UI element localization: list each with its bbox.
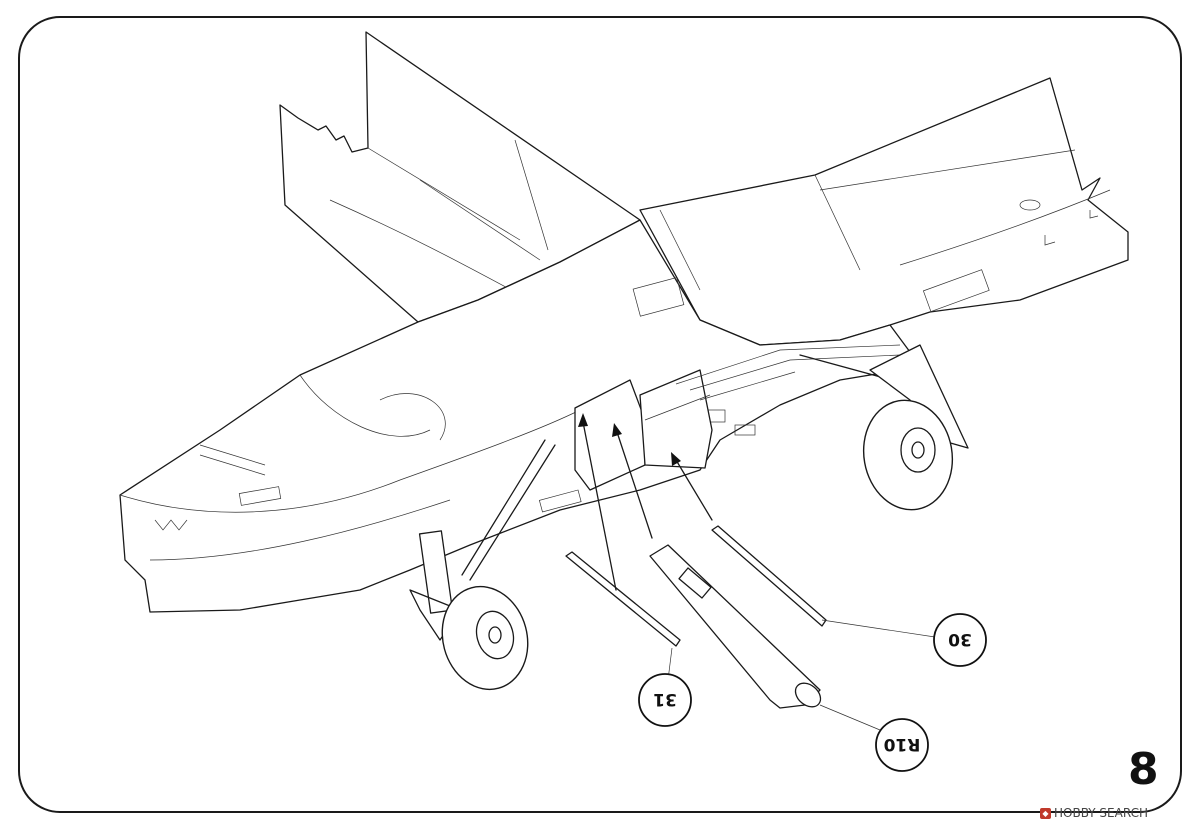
callout-r10-label: R10 bbox=[883, 734, 920, 754]
assembly-arrows bbox=[578, 413, 713, 591]
callout-30: 30 bbox=[933, 613, 987, 667]
callout-30-label: 30 bbox=[948, 629, 972, 649]
instruction-frame bbox=[18, 16, 1182, 813]
part-r10 bbox=[649, 544, 822, 709]
right-landing-gear bbox=[799, 344, 969, 511]
right-wing bbox=[639, 77, 1129, 346]
part-30-door bbox=[711, 525, 827, 627]
fuselage-underside bbox=[119, 219, 911, 613]
callout-r10: R10 bbox=[875, 718, 929, 772]
callout-31: 31 bbox=[638, 673, 692, 727]
step-number: 8 bbox=[1128, 744, 1159, 795]
left-landing-gear bbox=[409, 439, 556, 691]
leader-r10 bbox=[819, 704, 881, 731]
watermark-text: HOBBY SEARCH bbox=[1054, 806, 1148, 820]
callout-31-label: 31 bbox=[653, 689, 677, 709]
hobby-search-logo-icon: ◆ bbox=[1040, 807, 1051, 819]
leader-30 bbox=[821, 619, 936, 638]
part-31-door bbox=[565, 551, 681, 647]
watermark: ◆ HOBBY SEARCH bbox=[1040, 806, 1148, 820]
